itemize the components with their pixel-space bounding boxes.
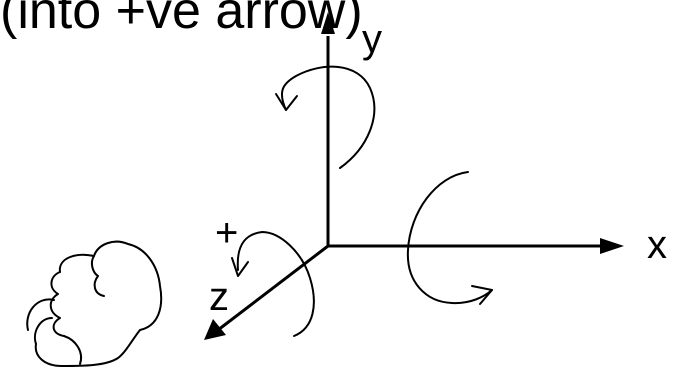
positive-rotation-sign: + [215,211,238,255]
title-fragment: (into +ve arrow) [0,0,363,40]
z-axis-arrowhead [204,319,226,340]
z-rotation-arrow [231,231,315,337]
z-axis [204,244,329,340]
x-rotation-arrow [406,171,493,305]
x-axis-arrowhead [600,238,624,254]
y-axis-arrowhead [321,12,335,34]
right-hand-thumb-icon [26,240,163,367]
y-axis-label: y [362,17,382,61]
x-axis-label: x [647,223,667,267]
x-axis [328,238,624,254]
y-axis [321,12,335,246]
z-axis-label: z [209,275,229,319]
y-rotation-arrow [275,65,376,169]
